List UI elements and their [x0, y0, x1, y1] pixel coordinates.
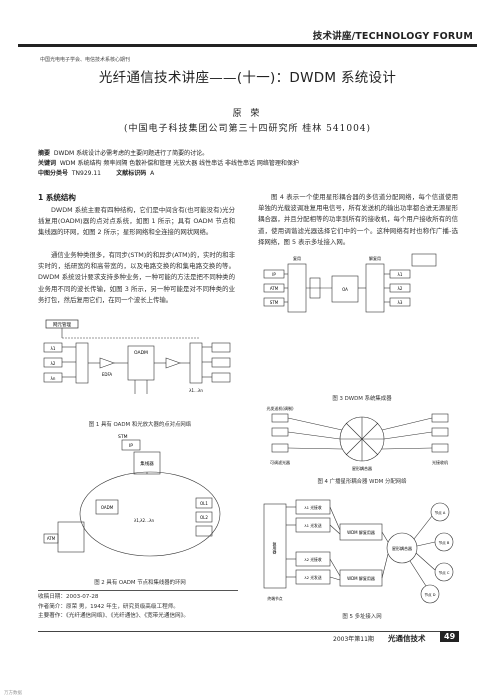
fig1-mgmt-label: 网元管理	[53, 321, 71, 328]
fig2-hub-label: 集线器	[140, 460, 154, 467]
fig2-stm-label: STM	[118, 434, 128, 440]
figure-2-diagram: STM IP 集线器 OADM ATM λ1,λ2…λn OL1 OL2	[43, 434, 221, 557]
fig5-node-a: 节点 A	[435, 510, 446, 515]
paragraph-3: 图 4 表示一个使用星形耦合器的多信道分配网络，每个信道使用单独的光载波调准复用…	[258, 193, 458, 246]
keywords-label: 关键词	[38, 160, 57, 167]
fig5-wdm-bot-label: WDM 解复用器	[347, 575, 375, 581]
fig5-node-c: 节点 C	[439, 570, 450, 575]
footnotes: 收稿日期：2003-07-28 作者简介：原荣 男，1942 年生，研究员级高级…	[38, 593, 248, 622]
figure-4-diagram: 光发送机(调制) 星形耦合器 可调滤光器 光接收机	[266, 405, 449, 471]
classification-label: 中图分类号	[38, 170, 69, 177]
fig5-ch2-label: λ1 光发送	[304, 523, 321, 528]
fig4-tx-label: 光发送机(调制)	[266, 405, 294, 411]
paragraph-1: DWDM 系统主要有四种结构，它们是中间含有(也可能没有)光分插复用(OADM)…	[38, 206, 235, 237]
fig1-amp-label: EDFA	[102, 372, 113, 377]
fig3-ip-label: IP	[272, 272, 276, 277]
fig1-oadm-label: OADM	[134, 350, 148, 356]
fig3-l3-label: λ3	[398, 300, 403, 305]
author: 原 荣	[232, 109, 263, 119]
fig4-star-label: 星形耦合器	[352, 465, 372, 471]
fig4-rx-label: 光接收机	[432, 459, 448, 465]
fig5-ch1-label: λ1 光接收	[304, 505, 321, 510]
fig1-tx-c: λn	[51, 376, 56, 381]
received-date: 收稿日期：2003-07-28	[38, 594, 99, 600]
abstract-label: 摘要	[38, 150, 51, 157]
fig2-ol2-label: OL2	[200, 515, 208, 520]
figure-4-caption: 图 4 广播星形耦合器 WDM 分配网络	[317, 479, 407, 485]
figure-3-diagram: IP ATM STM 复用 解复用 OA λ1 λ2 λ3	[263, 253, 437, 313]
fig2-lambda-label: λ1,λ2…λn	[134, 518, 154, 523]
keywords: 关键词 WDM 系统结构 频率间隔 色散补偿和管理 光放大器 线性串话 非线性串…	[38, 160, 468, 169]
fig3-amp-label: OA	[342, 287, 348, 292]
section-heading: 1 系统结构	[38, 193, 76, 202]
abstract: 摘要 DWDM 系统设计必需考虑的主要问题进行了简要的讨论。	[38, 150, 468, 159]
doc-code-label: 文献标识码	[116, 170, 147, 177]
figure-5-caption: 图 5 多址接入网	[342, 614, 382, 620]
author-bio: 作者简介：原荣 男，1942 年生，研究员级高级工程师。	[38, 603, 179, 610]
fig1-rx-label: λ1…λn	[189, 388, 203, 393]
figure-3-caption: 图 3 DWDM 系统集成器	[332, 396, 392, 402]
fig2-atm-label: ATM	[47, 536, 56, 541]
doc-code-value: A	[150, 170, 155, 177]
fig3-mux-label: 复用	[293, 255, 301, 261]
header-rule	[18, 44, 477, 47]
fig5-end-label: 终端节点	[267, 596, 282, 601]
journal-line: 中国光电电子学会、电信技术系核心期刊	[40, 57, 131, 63]
page-number: 49	[440, 631, 460, 642]
fig2-oadm-label: OADM	[101, 505, 114, 510]
research-interest: 主要著作：《光纤通信网络》、《光纤通信》、《宽带光通信网》。	[38, 613, 190, 619]
fig5-star-label: 星形耦合器	[392, 545, 412, 551]
fig1-tx-a: λ1	[51, 346, 56, 351]
footer-rule	[38, 631, 458, 632]
journal-name: 光通信技术	[388, 634, 426, 643]
abstract-text: DWDM 系统设计必需考虑的主要问题进行了简要的讨论。	[53, 150, 209, 157]
article-title: 光纤通信技术讲座——(十一)：DWDM 系统设计	[98, 70, 397, 86]
figure-2-caption: 图 2 具有 OADM 节点和集线器的环网	[94, 580, 186, 586]
fig4-filter-label: 可调滤光器	[270, 459, 290, 465]
watermark: 万方数据	[4, 691, 22, 696]
affiliation: (中国电子科技集团公司第三十四研究所 桂林 541004)	[123, 124, 372, 134]
fig5-ch4-label: λ2 光发送	[304, 575, 321, 580]
fig3-l1-label: λ1	[398, 272, 403, 277]
fig3-demux-label: 解复用	[369, 255, 381, 261]
figure-1-diagram: 网元管理 OADM EDFA λ1…λn λ1 λ2 λn	[43, 319, 231, 394]
figure-5-diagram: 复用器 WDM 解复用器 WDM 解复用器 星形耦合器 λ1 光接收 λ1 光发…	[263, 499, 454, 604]
paragraph-2: 通信业务种类很多，有同步(STM)的和异步(ATM)的，实时的和非实时的，纸研宽…	[38, 251, 235, 304]
fig5-node-d: 节点 D	[424, 592, 435, 597]
fig5-wdm-top-label: WDM 解复用器	[347, 529, 375, 535]
figure-1-caption: 图 1 具有 OADM 和光放大器的点对点网络	[88, 422, 192, 428]
fig1-tx-b: λ2	[51, 361, 56, 366]
classification: 中图分类号 TN929.11 文献标识码 A	[38, 170, 468, 179]
fig2-ip-label: IP	[129, 443, 133, 449]
running-header: 技术讲座/TECHNOLOGY FORUM	[312, 31, 473, 42]
fig3-stm-label: STM	[270, 300, 279, 305]
keywords-text: WDM 系统结构 频率间隔 色散补偿和管理 光放大器 线性串话 非线性串话 网络…	[59, 160, 299, 167]
fig5-ch3-label: λ2 光接收	[304, 557, 321, 562]
classification-value: TN929.11	[71, 170, 101, 177]
fig2-ol1-label: OL1	[200, 501, 208, 506]
fig3-l2-label: λ2	[398, 286, 403, 291]
issue-label: 2003年第11期	[333, 636, 374, 643]
fig3-atm-label: ATM	[270, 286, 279, 291]
footnote-rule	[38, 590, 238, 591]
fig5-mux-label: 复用器	[273, 541, 278, 555]
fig5-node-b: 节点 B	[439, 540, 450, 545]
